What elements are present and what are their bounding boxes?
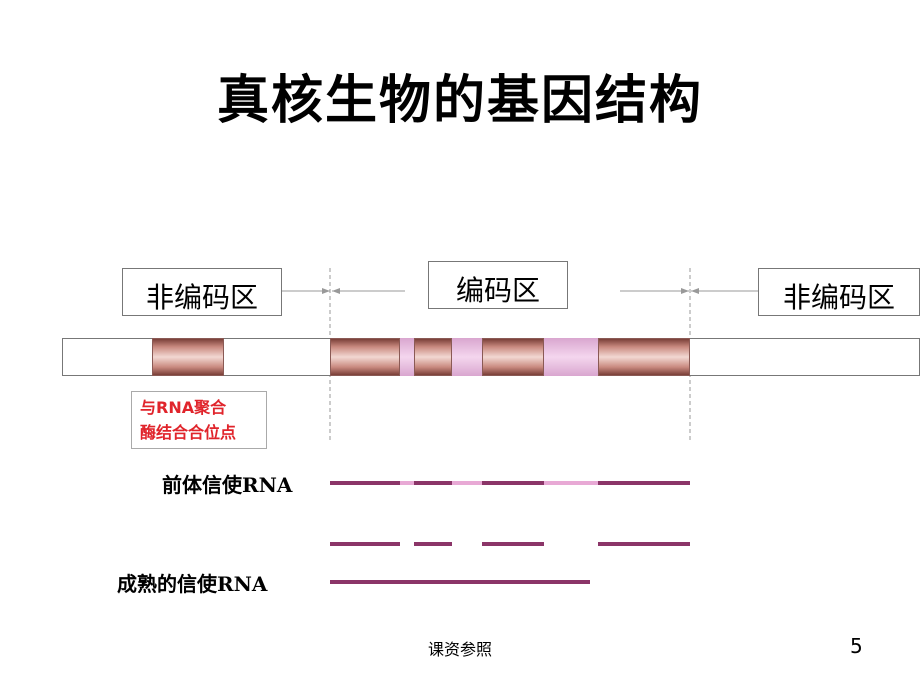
right-noncoding-label: 非编码区 [782,281,895,314]
rna-polymerase-binding-site-note: 与RNA聚合 酶结合合位点 [131,391,267,449]
right-arrow-head-left [691,288,699,294]
intron-1 [400,338,414,376]
coding-arrow-head-left [332,288,340,294]
exon-2 [414,338,452,376]
coding-label: 编码区 [455,274,540,307]
promoter-label-line-1: 与RNA聚合 [140,398,227,417]
left-noncoding-label: 非编码区 [145,281,258,314]
spliced-exon-3 [482,542,544,546]
footer-caption: 课资参照 [427,640,492,659]
pre-mrna-exon-2 [414,481,452,485]
pre-mrna-intron-3 [544,481,598,485]
intron-3 [544,338,598,376]
intron-2 [452,338,482,376]
spliced-exon-2 [414,542,452,546]
pre-mrna-exon-4 [598,481,690,485]
pre-mrna-intron-2 [452,481,482,485]
mature-mrna-label: 成熟的信使RNA [117,572,268,596]
pre-mrna-exon-3 [482,481,544,485]
pre-mrna-intron-1 [400,481,414,485]
promoter-label-line-2: 酶结合合位点 [140,423,237,442]
slide-title: 真核生物的基因结构 [216,71,703,131]
coding-arrow-head-right [681,288,689,294]
right-noncoding-region-box: 非编码区 [758,268,920,316]
exon-4 [598,338,690,376]
left-noncoding-region-box: 非编码区 [122,268,282,316]
spliced-exon-4 [598,542,690,546]
pre-mrna-exon-1 [330,481,400,485]
coding-region-box: 编码区 [428,261,568,309]
precursor-mrna-label: 前体信使RNA [162,473,293,497]
promoter-segment [152,338,224,376]
exon-3 [482,338,544,376]
spliced-exon-1 [330,542,400,546]
mature-mrna-line [330,580,590,584]
page-number: 5 [850,634,863,658]
left-arrow-head-right [322,288,330,294]
exon-1 [330,338,400,376]
